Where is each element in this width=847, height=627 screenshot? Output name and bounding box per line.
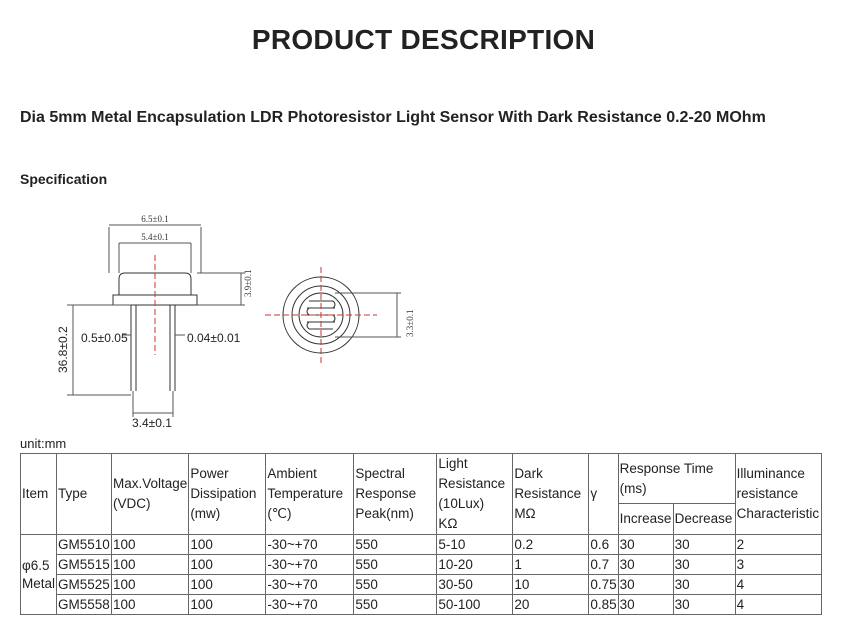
cell-decrease: 30: [672, 574, 736, 595]
cell-type: GM5525: [56, 574, 113, 595]
cell-illuminance: 4: [734, 574, 822, 595]
unit-label: unit:mm: [20, 436, 67, 451]
cell-decrease: 30: [672, 534, 736, 555]
header-max-voltage: Max.Voltage(VDC): [111, 453, 190, 535]
cell-light: 50-100: [436, 594, 514, 615]
cell-type: GM5510: [56, 534, 113, 555]
table-row: GM5558 100 100 -30~+70 550 50-100 20 0.8…: [21, 594, 822, 615]
cell-increase: 30: [617, 554, 674, 575]
cell-illuminance: 2: [734, 534, 822, 555]
cell-power: 100: [188, 554, 267, 575]
cell-temp: -30~+70: [265, 534, 355, 555]
cell-peak: 550: [353, 574, 438, 595]
dim-lead-length: 36.8±0.2: [56, 326, 70, 373]
dim-lead-diameter: 0.5±0.05: [81, 331, 128, 345]
cell-gamma: 0.7: [588, 554, 619, 575]
cell-temp: -30~+70: [265, 554, 355, 575]
header-item: Item: [19, 453, 58, 535]
cell-peak: 550: [353, 534, 438, 555]
cell-increase: 30: [617, 594, 674, 615]
dim-cap-height: 3.9±0.1: [243, 270, 253, 297]
dim-lead-spacing: 3.4±0.1: [132, 416, 172, 430]
table-row: GM5525 100 100 -30~+70 550 30-50 10 0.75…: [21, 574, 822, 595]
cell-type: GM5558: [56, 594, 113, 615]
cell-peak: 550: [353, 594, 438, 615]
cell-increase: 30: [617, 534, 674, 555]
table-row: GM5515 100 100 -30~+70 550 10-20 1 0.7 3…: [21, 554, 822, 575]
cell-vmax: 100: [111, 534, 190, 555]
cell-illuminance: 3: [734, 554, 822, 575]
header-increase: Increase: [617, 503, 674, 535]
cell-power: 100: [188, 574, 267, 595]
cell-gamma: 0.6: [588, 534, 619, 555]
cell-light: 10-20: [436, 554, 514, 575]
specification-label: Specification: [20, 171, 108, 187]
cell-vmax: 100: [111, 594, 190, 615]
header-response-time: Response Time(ms): [617, 452, 736, 505]
cell-increase: 30: [617, 574, 674, 595]
cell-decrease: 30: [672, 594, 736, 615]
header-decrease: Decrease: [672, 503, 736, 535]
cell-temp: -30~+70: [265, 594, 355, 615]
header-type: Type: [56, 453, 113, 535]
cell-dark: 1: [512, 554, 590, 575]
cell-power: 100: [188, 594, 267, 615]
cell-gamma: 0.85: [588, 594, 619, 615]
cell-illuminance: 4: [734, 594, 822, 615]
cell-type: GM5515: [56, 554, 113, 575]
cell-light: 30-50: [436, 574, 514, 595]
dim-inner-width: 5.4±0.1: [141, 232, 168, 242]
cell-dark: 0.2: [512, 534, 590, 555]
cell-dark: 10: [512, 574, 590, 595]
cell-temp: -30~+70: [265, 574, 355, 595]
cell-vmax: 100: [111, 554, 190, 575]
dim-outer-width: 6.5±0.1: [141, 214, 168, 224]
cell-gamma: 0.75: [588, 574, 619, 595]
dim-window: 3.3±0.1: [405, 310, 415, 337]
cell-peak: 550: [353, 554, 438, 575]
cell-decrease: 30: [672, 554, 736, 575]
cell-power: 100: [188, 534, 267, 555]
header-gamma: γ: [588, 453, 619, 535]
cell-vmax: 100: [111, 574, 190, 595]
dimension-drawing: 6.5±0.1 5.4±0.1 3.9±0.1 36.8±0.2 0.5±0.0…: [56, 214, 415, 430]
cell-dark: 20: [512, 594, 590, 615]
cell-light: 5-10: [436, 534, 514, 555]
product-title: Dia 5mm Metal Encapsulation LDR Photores…: [20, 109, 766, 126]
page-heading: PRODUCT DESCRIPTION: [251, 24, 596, 55]
dim-flange: 0.04±0.01: [187, 331, 241, 345]
